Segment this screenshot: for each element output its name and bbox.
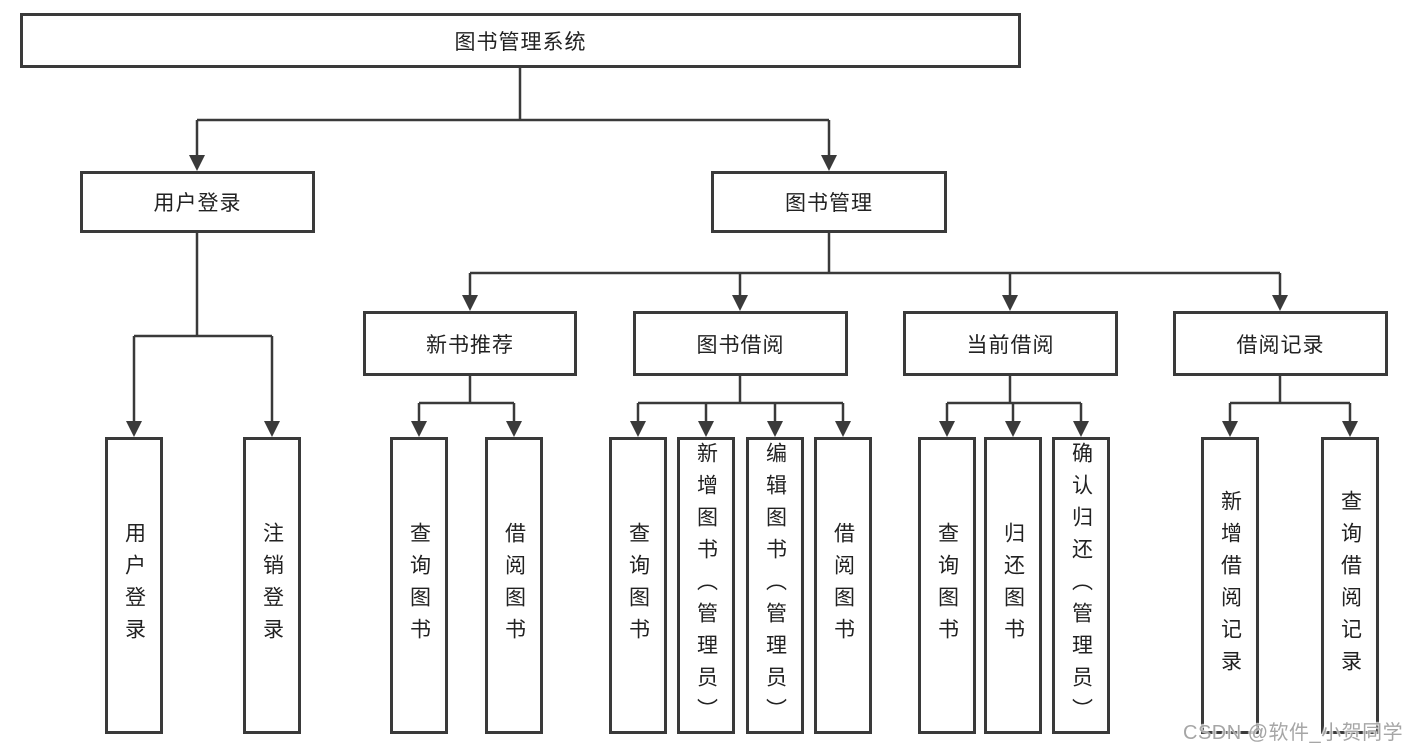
leaf-user-login: 用户登录 xyxy=(105,437,163,734)
node-label: 借阅图书 xyxy=(831,521,855,650)
leaf-confirm-return-admin: 确认归还（管理员） xyxy=(1052,437,1110,734)
node-new-book-recommendation: 新书推荐 xyxy=(363,311,577,376)
node-label: 新增借阅记录 xyxy=(1218,489,1242,682)
leaf-query-books-current: 查询图书 xyxy=(918,437,976,734)
leaf-query-borrow-record: 查询借阅记录 xyxy=(1321,437,1379,734)
node-borrowing-records: 借阅记录 xyxy=(1173,311,1388,376)
leaf-borrow-books-recommend: 借阅图书 xyxy=(485,437,543,734)
node-label: 图书管理 xyxy=(785,192,873,215)
node-label: 借阅图书 xyxy=(502,521,526,650)
node-label: 当前借阅 xyxy=(966,333,1055,357)
node-label: 借阅记录 xyxy=(1236,333,1325,357)
leaf-query-books-borrow: 查询图书 xyxy=(609,437,667,734)
node-label: 图书借阅 xyxy=(696,333,785,357)
leaf-return-books: 归还图书 xyxy=(984,437,1042,734)
node-label: 查询图书 xyxy=(935,521,959,650)
leaf-logout: 注销登录 xyxy=(243,437,301,734)
node-user-login: 用户登录 xyxy=(80,171,315,233)
node-label: 注销登录 xyxy=(260,521,284,650)
node-label: 查询借阅记录 xyxy=(1338,489,1362,682)
node-label: 编辑图书（管理员） xyxy=(763,441,787,730)
node-label: 查询图书 xyxy=(626,521,650,650)
node-label: 用户登录 xyxy=(122,521,146,650)
leaf-add-books-admin: 新增图书（管理员） xyxy=(677,437,735,734)
leaf-add-borrow-record: 新增借阅记录 xyxy=(1201,437,1259,734)
node-label: 查询图书 xyxy=(407,521,431,650)
node-current-borrowing: 当前借阅 xyxy=(903,311,1118,376)
node-book-borrowing: 图书借阅 xyxy=(633,311,848,376)
node-label: 确认归还（管理员） xyxy=(1069,441,1093,730)
leaf-borrow-books: 借阅图书 xyxy=(814,437,872,734)
node-label: 新书推荐 xyxy=(426,333,514,357)
node-label: 新增图书（管理员） xyxy=(694,441,718,730)
node-book-management: 图书管理 xyxy=(711,171,947,233)
node-label: 图书管理系统 xyxy=(454,30,587,54)
leaf-edit-books-admin: 编辑图书（管理员） xyxy=(746,437,804,734)
node-label: 归还图书 xyxy=(1001,521,1025,650)
csdn-watermark: CSDN @软件_小贺同学 xyxy=(1183,722,1404,744)
node-label: 用户登录 xyxy=(153,192,242,215)
node-library-management-system: 图书管理系统 xyxy=(20,13,1021,68)
leaf-query-books-recommend: 查询图书 xyxy=(390,437,448,734)
